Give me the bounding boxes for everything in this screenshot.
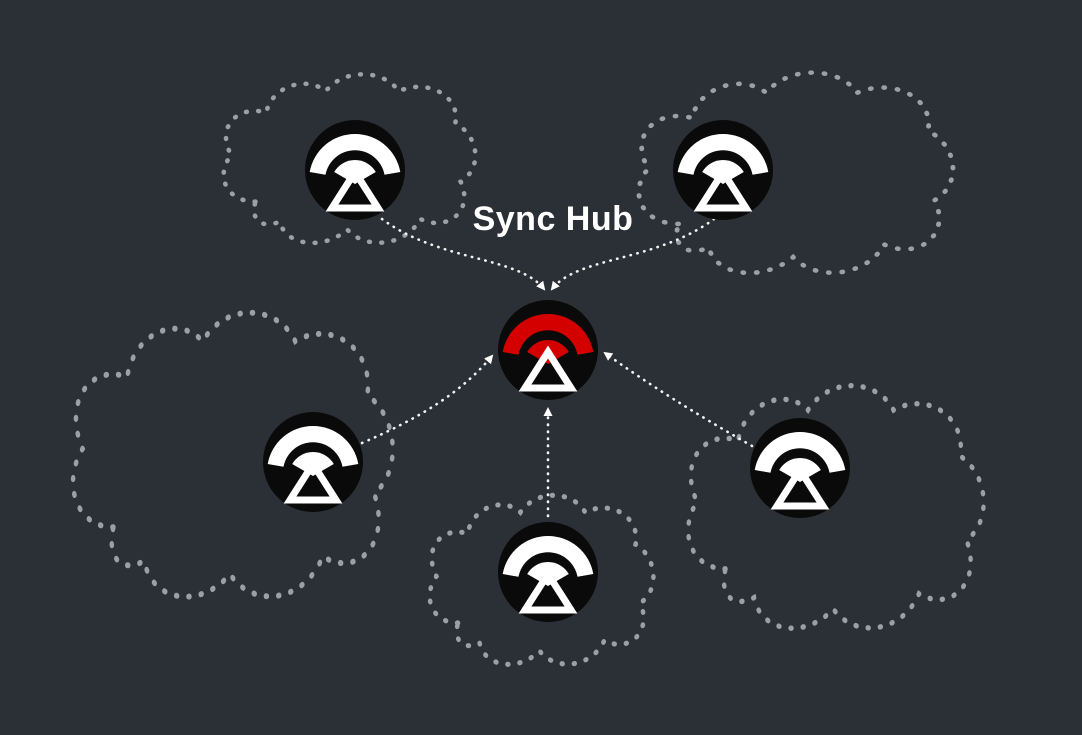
peer-top-right-node-icon xyxy=(673,120,773,220)
peer-bottom-node-icon xyxy=(498,522,598,622)
peer-top-left-node-icon xyxy=(305,120,405,220)
sync-hub-node-icon xyxy=(498,300,598,400)
sync-arrow-left xyxy=(360,354,494,445)
peer-left-node-icon xyxy=(263,412,363,512)
cloud-outline-right xyxy=(688,386,983,629)
peer-right-node-icon xyxy=(750,418,850,518)
sync-arrow-right xyxy=(603,351,754,448)
hub-title: Sync Hub xyxy=(472,200,634,238)
